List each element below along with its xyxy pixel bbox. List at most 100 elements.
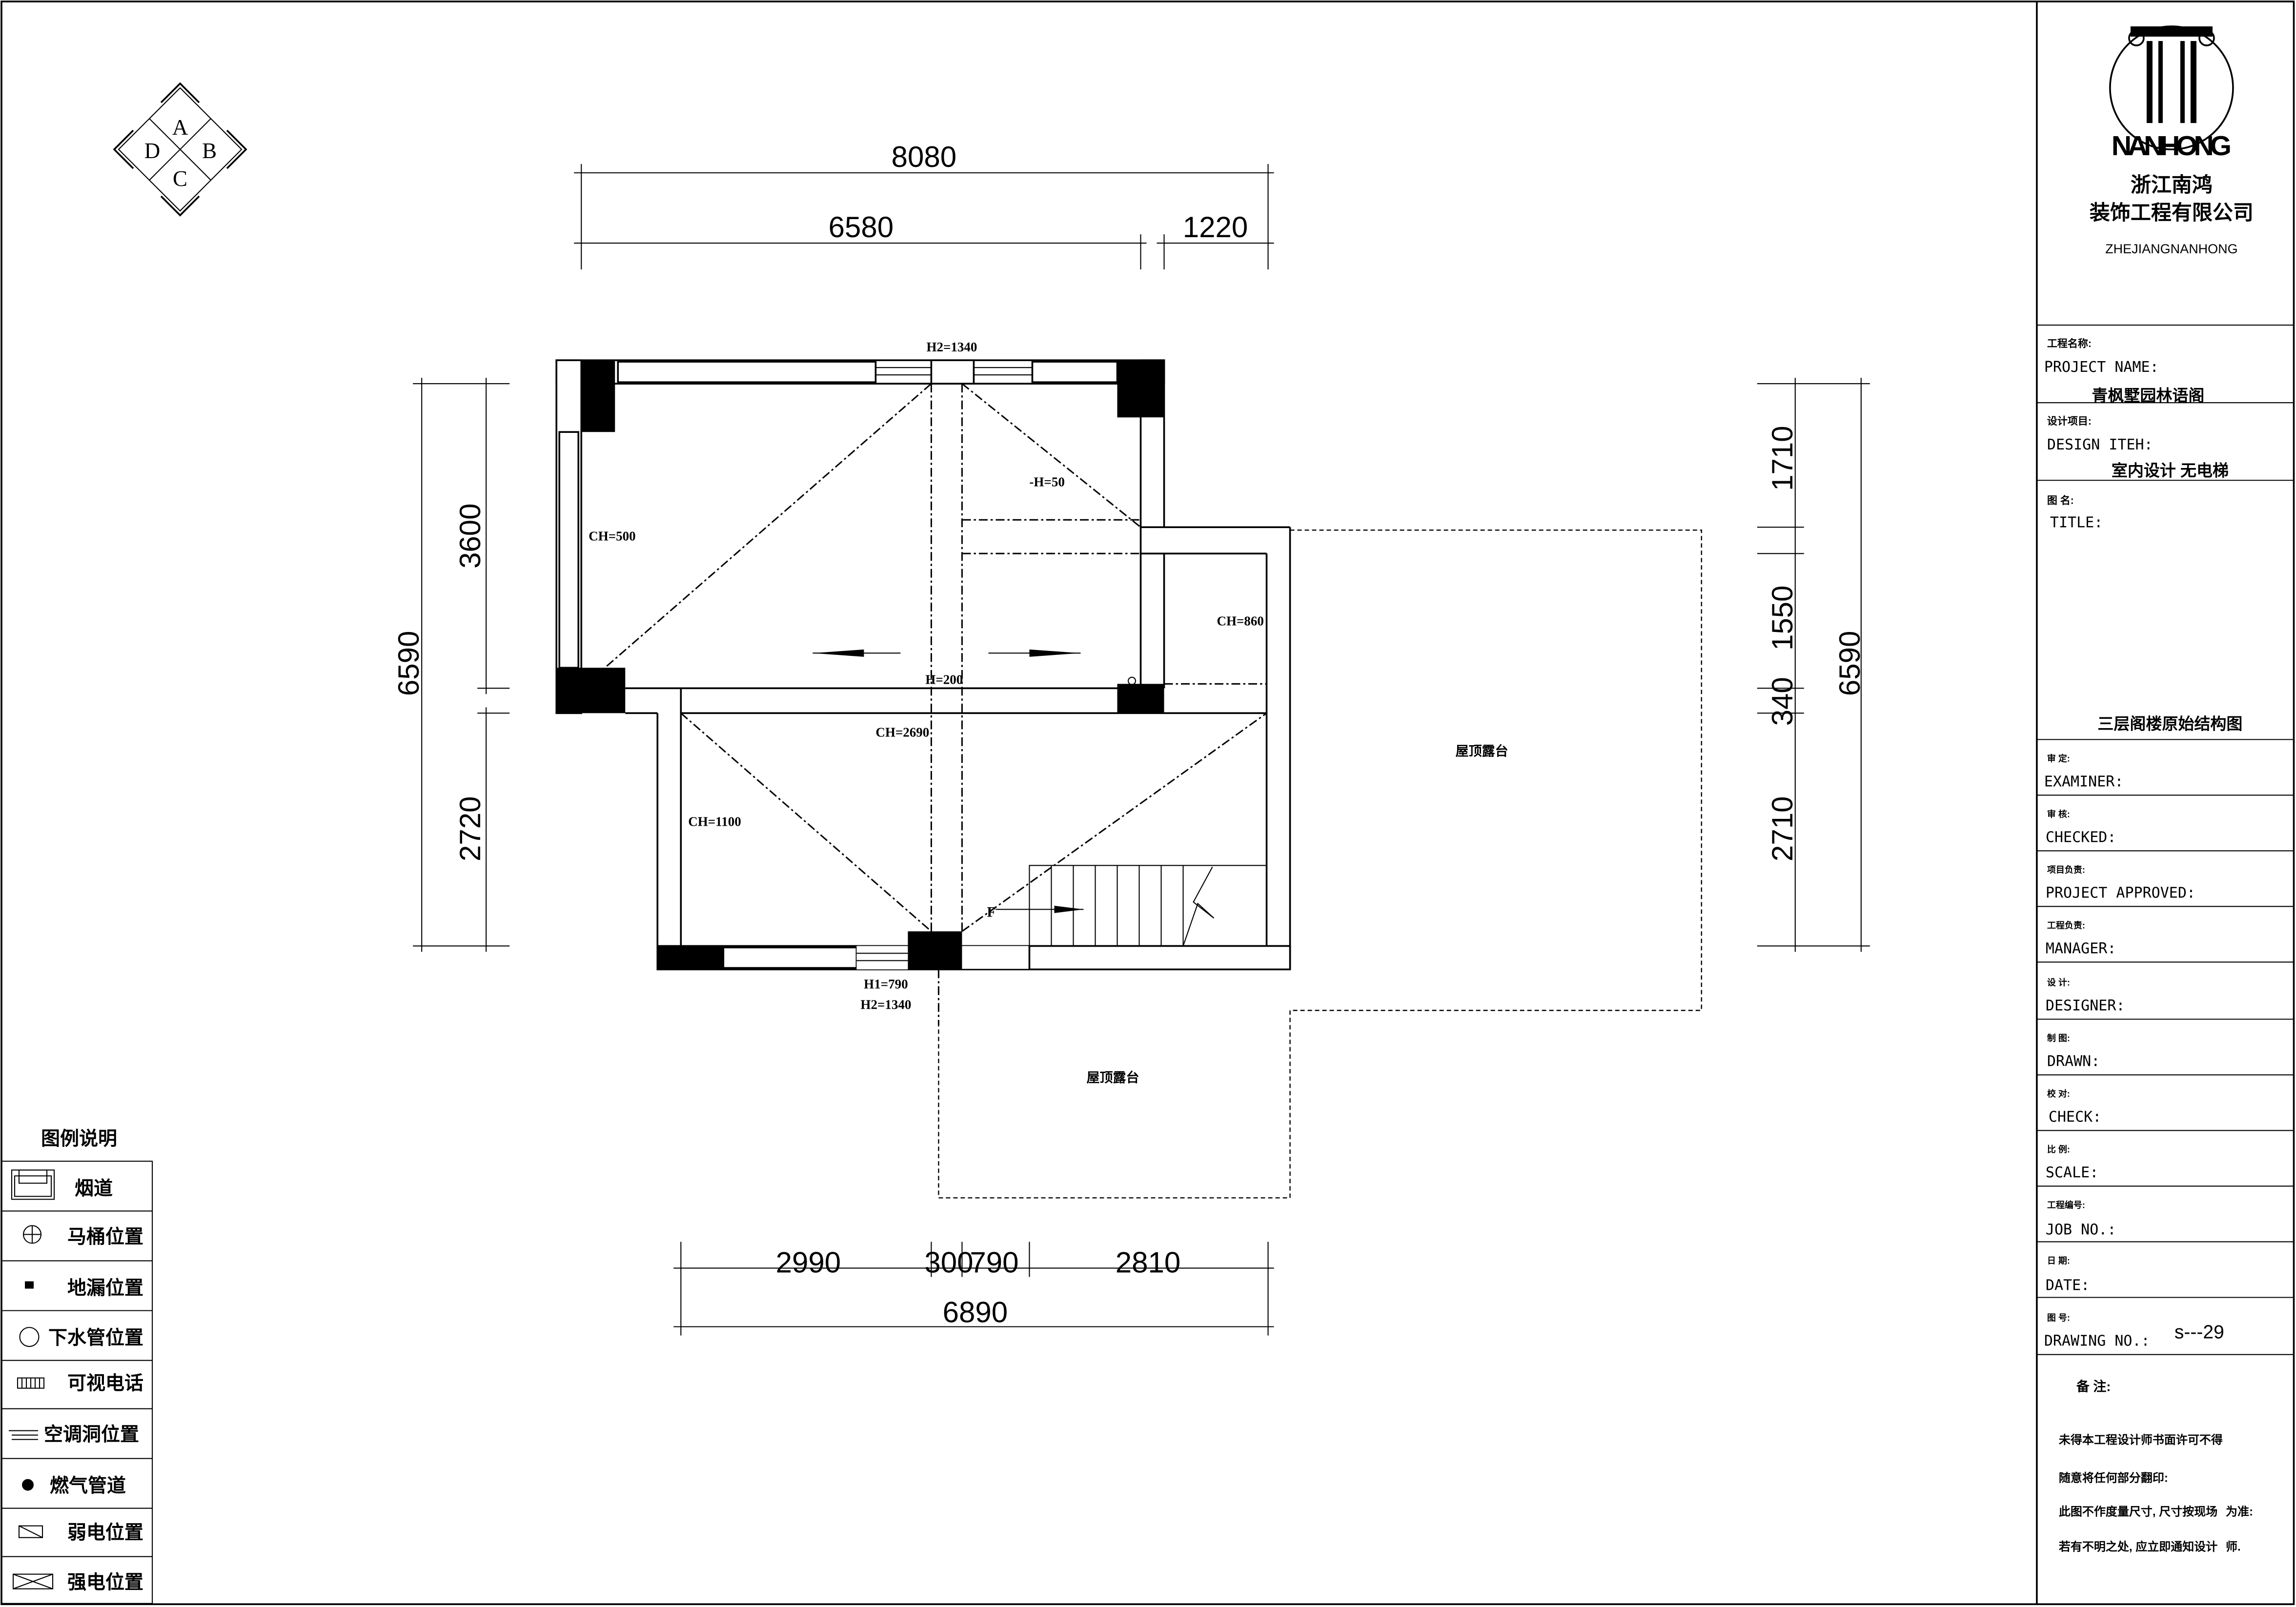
dim-right-2: 1550 <box>1766 586 1799 651</box>
legend: 图例说明 烟道 马桶位置 地漏位置 下水管位置 可视电话 空调洞位置 燃气管道 … <box>0 1129 153 1604</box>
remarks-label: 备 注: <box>2076 1379 2111 1394</box>
stair-direction-label: F <box>987 904 996 920</box>
window-top-left <box>617 361 877 384</box>
stair-arrow-icon <box>1054 905 1084 913</box>
column <box>908 931 962 970</box>
company-name-en: NANHONG <box>2112 130 2232 162</box>
drain-pipe-icon <box>1127 676 1137 685</box>
row-label-drawing-no: DRAWING NO.: <box>2044 1333 2150 1350</box>
row-label-cn: 工程负责: <box>2047 920 2085 930</box>
row-label-job-no: JOB NO.: <box>2046 1221 2116 1239</box>
remark-line: 未得本工程设计师书面许可不得 <box>2059 1433 2223 1447</box>
gas-pipe-icon <box>22 1479 34 1491</box>
left-dimensions: 6590 3600 2720 <box>392 378 510 952</box>
row-label-designer: DESIGNER: <box>2046 997 2125 1014</box>
legend-label: 可视电话 <box>67 1373 143 1394</box>
dim-left-lower: 2720 <box>454 796 487 861</box>
legend-label: 弱电位置 <box>67 1523 143 1544</box>
row-label-drawn: DRAWN: <box>2047 1053 2100 1070</box>
column <box>556 668 626 713</box>
legend-label: 下水管位置 <box>48 1328 143 1349</box>
row-label-date: DATE: <box>2046 1277 2090 1294</box>
dim-bottom-2: 300 <box>924 1246 973 1279</box>
title-label: TITLE: <box>2050 514 2103 531</box>
row-label-cn: 比 例: <box>2047 1144 2070 1155</box>
staircase: F <box>987 865 1267 946</box>
remark-line: 师. <box>2226 1541 2241 1554</box>
legend-label: 烟道 <box>75 1179 113 1200</box>
drain-pipe-icon <box>1127 385 1137 394</box>
dim-right-4: 2710 <box>1766 796 1799 861</box>
legend-label: 马桶位置 <box>67 1227 143 1248</box>
project-name-label-cn: 工程名称: <box>2047 338 2092 349</box>
dim-top-total: 8080 <box>892 141 956 173</box>
project-name-label: PROJECT NAME: <box>2044 359 2159 376</box>
row-label-scale: SCALE: <box>2046 1164 2098 1181</box>
company-name-cn-2: 装饰工程有限公司 <box>2090 201 2254 224</box>
beam-lines <box>581 383 1267 932</box>
compass-c: C <box>173 166 187 191</box>
remark-line: 此图不作度量尺寸, 尺寸按现场 <box>2059 1505 2217 1519</box>
label-ch-1100: CH=1100 <box>688 814 741 829</box>
dim-right-1: 1710 <box>1766 426 1799 491</box>
drawing-number: s---29 <box>2174 1322 2224 1343</box>
label-h-50: -H=50 <box>1029 474 1064 489</box>
dim-right-total: 6590 <box>1833 631 1866 696</box>
title-label-cn: 图 名: <box>2047 494 2074 506</box>
flue-icon <box>11 1169 55 1200</box>
ac-hole-icon <box>9 1430 39 1440</box>
legend-label: 强电位置 <box>67 1572 143 1593</box>
legend-label: 空调洞位置 <box>44 1424 139 1445</box>
row-label-cn: 日 期: <box>2047 1256 2070 1266</box>
remark-line: 为准: <box>2226 1505 2253 1519</box>
label-ch-860: CH=860 <box>1217 613 1264 628</box>
company-logo <box>2109 25 2234 150</box>
window-bottom <box>722 946 858 969</box>
row-label-cn: 制 图: <box>2047 1034 2070 1043</box>
row-label-cn: 设 计: <box>2047 977 2070 987</box>
dim-bottom-total: 6890 <box>943 1296 1008 1329</box>
row-label-cn: 项目负责: <box>2047 864 2085 875</box>
title-block: NANHONG 浙江南鸿 装饰工程有限公司 ZHEJIANGNANHONG 工程… <box>2036 1 2295 1605</box>
label-h-200: H=200 <box>925 672 963 687</box>
compass-a: A <box>172 115 188 140</box>
column <box>1117 684 1164 713</box>
remark-line: 若有不明之处, 应立即通知设计 <box>2058 1540 2217 1554</box>
signature-rows: 审 定: EXAMINER: 审 核: CHECKED: 项目负责: PROJE… <box>2044 753 2224 1349</box>
dim-left-upper: 3600 <box>454 504 487 569</box>
dim-bottom-4: 2810 <box>1116 1246 1180 1279</box>
toilet-icon <box>22 1225 42 1244</box>
window-left <box>558 431 580 669</box>
drawing-title: 三层阁楼原始结构图 <box>2097 714 2242 732</box>
label-ch-2690: CH=2690 <box>875 725 929 739</box>
glazing-bottom <box>856 946 1031 970</box>
column <box>657 946 724 970</box>
row-label-cn: 审 核: <box>2047 809 2070 819</box>
high-voltage-icon <box>12 1573 54 1589</box>
label-roof-terrace: 屋顶露台 <box>1456 743 1508 758</box>
legend-title: 图例说明 <box>41 1129 117 1150</box>
orientation-compass: A B C D <box>113 82 247 217</box>
low-voltage-icon <box>18 1525 43 1538</box>
remarks: 备 注: 未得本工程设计师书面许可不得 随意将任何部分翻印: 此图不作度量尺寸,… <box>2058 1379 2253 1554</box>
row-label-manager: MANAGER: <box>2046 940 2116 957</box>
floor-drain-icon <box>25 1281 34 1289</box>
slope-arrows <box>813 649 1081 657</box>
row-label-cn: 工程编号: <box>2047 1200 2085 1210</box>
row-label-cn: 审 定: <box>2047 753 2070 763</box>
legend-label: 地漏位置 <box>67 1278 143 1299</box>
window-top-right <box>1031 361 1118 384</box>
company-pinyin: ZHEJIANGNANHONG <box>2105 242 2238 256</box>
project-name-value: 青枫墅园林语阁 <box>2092 386 2204 405</box>
company-name-cn-1: 浙江南鸿 <box>2131 173 2213 196</box>
top-dimensions: 8080 6580 1220 <box>574 141 1274 270</box>
remark-line: 随意将任何部分翻印: <box>2059 1471 2168 1485</box>
dim-bottom-3: 790 <box>970 1246 1018 1279</box>
drain-pipe-icon <box>19 1327 40 1347</box>
label-h2-top: H2=1340 <box>926 340 977 354</box>
compass-b: B <box>202 139 217 163</box>
label-roof-terrace: 屋顶露台 <box>1086 1070 1139 1085</box>
row-label-cn: 图 号: <box>2047 1313 2070 1323</box>
label-h1-bottom: H1=790 <box>864 976 908 991</box>
